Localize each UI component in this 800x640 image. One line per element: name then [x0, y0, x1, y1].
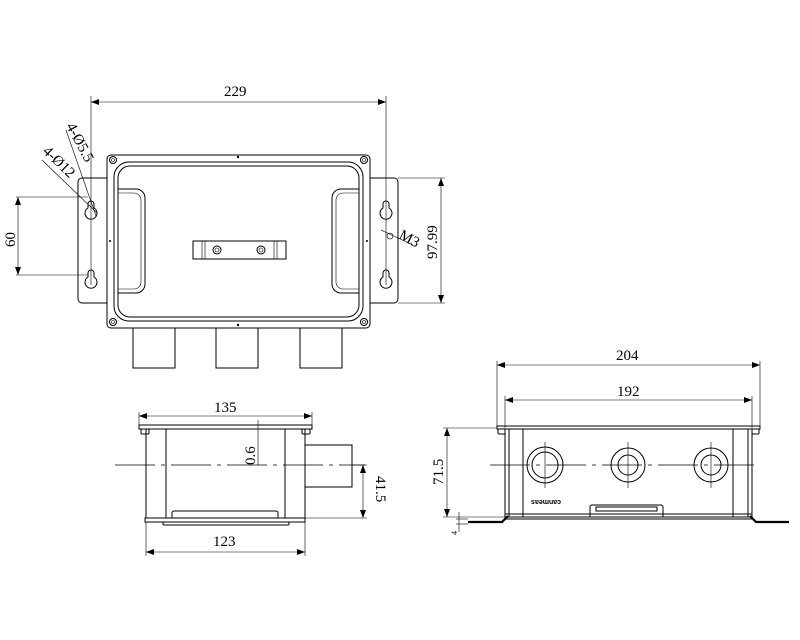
dim-204-label: 204	[616, 348, 639, 364]
dim-41-5-label: 41.5	[372, 476, 388, 502]
dim-97-99-label: 97.99	[425, 225, 441, 259]
dimension-41-5: 41.5	[305, 464, 388, 519]
dimension-135: 135	[138, 400, 313, 428]
dim-123-label: 123	[213, 534, 236, 550]
lid-seal-outer	[113, 161, 364, 322]
side-view: 135 0.6 41.5 123	[115, 400, 388, 556]
logo-text: canmeas	[531, 498, 561, 505]
body-profile	[145, 428, 306, 519]
dimension-60: 60	[3, 196, 88, 276]
left-handle	[118, 188, 146, 294]
front-body-profile	[504, 428, 753, 518]
dimension-71-5: 71.5	[431, 427, 505, 518]
dimension-204: 204	[496, 348, 761, 428]
side-cable-gland	[304, 444, 353, 488]
cable-gland-stubs	[132, 327, 343, 369]
keyhole-icon	[84, 200, 393, 289]
right-base-flange	[749, 515, 789, 524]
corner-screw-icon	[109, 155, 368, 327]
dim-0-6-label: 0.6	[243, 446, 259, 465]
m3-thread-callout: M3	[380, 227, 422, 251]
dimension-97-99: 97.99	[398, 177, 445, 304]
dimension-229: 229	[90, 84, 387, 200]
gland-hole-icon	[490, 442, 760, 488]
dimension-0-6: 0.6	[243, 420, 259, 465]
left-mounting-flange	[77, 177, 107, 304]
dim-60-label: 60	[3, 232, 19, 247]
dim-4-label: 4	[450, 531, 459, 535]
dimension-123: 123	[145, 522, 306, 556]
dim-229-label: 229	[224, 84, 247, 100]
dim-192-label: 192	[617, 384, 640, 400]
dimension-4: 4	[450, 512, 468, 535]
lid-seal-inner	[117, 165, 360, 318]
front-view: 204 192 canmeas	[431, 348, 789, 535]
left-base-flange	[468, 515, 509, 524]
dim-135-label: 135	[214, 400, 237, 416]
right-handle	[331, 188, 359, 294]
m3-label: M3	[396, 227, 422, 251]
dimension-192: 192	[504, 384, 753, 428]
top-view: 229	[3, 84, 445, 369]
din-rail-plate	[192, 240, 287, 260]
lid-profile	[138, 424, 313, 430]
right-mounting-flange	[370, 177, 399, 304]
dim-71-5-label: 71.5	[431, 459, 447, 485]
